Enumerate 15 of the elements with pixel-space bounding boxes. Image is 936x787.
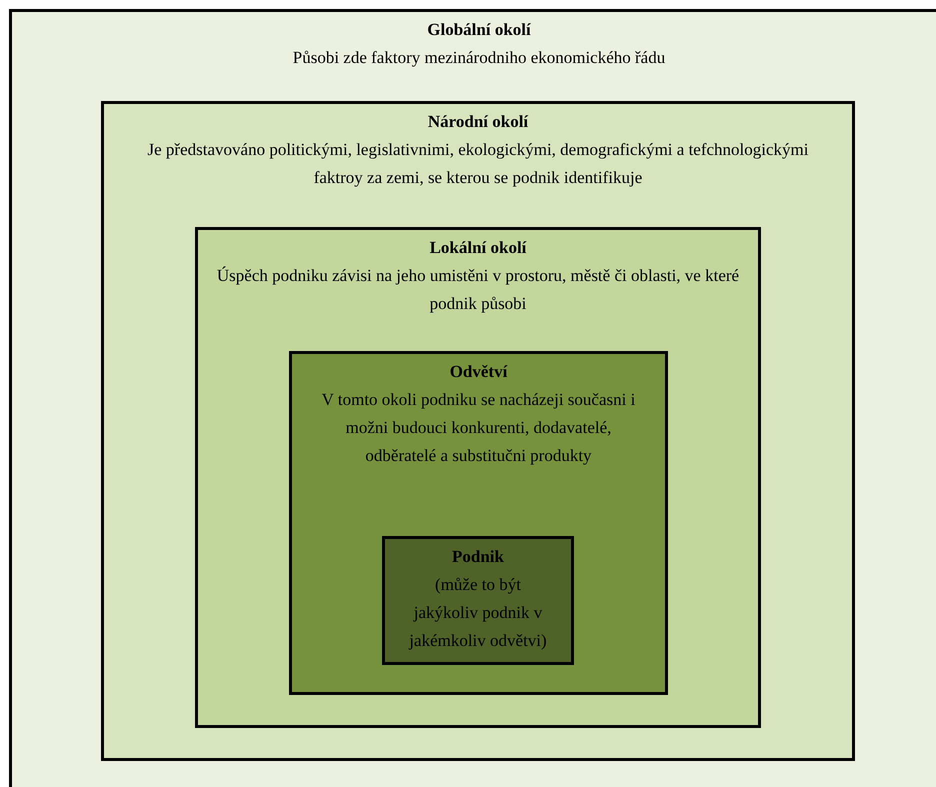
environment-box — [289, 351, 668, 695]
box-heading: Globální okolí — [427, 19, 531, 41]
environment-box — [101, 101, 855, 761]
box-heading: Národní okolí — [428, 111, 528, 133]
box-heading: Podnik — [452, 546, 504, 568]
environment-box — [195, 227, 761, 728]
environment-box — [9, 9, 936, 787]
box-heading: Odvětví — [450, 361, 508, 383]
box-description: Působi zde faktory mezinárodniho ekonomického řádu — [292, 47, 666, 69]
box-description: (může to být jakýkoliv podnik v jakémkoliv odvětvi) — [408, 574, 548, 652]
box-description: Úspěch podniku závisi na jeho umistěni v prostoru, městě či oblasti, ve které podnik působi — [216, 265, 740, 315]
box-heading: Lokální okolí — [430, 237, 526, 259]
box-description: V tomto okoli podniku se nacházeji současni i možni budouci konkurenti, dodavatelé, odběratelé a substitučni produkty — [320, 389, 636, 467]
environment-box — [382, 536, 574, 665]
box-description: Je představováno politickými, legislativnimi, ekologickými, demografickými a tefchnologickými faktroy za zemi, se kterou se podnik identifikuje — [146, 139, 810, 189]
